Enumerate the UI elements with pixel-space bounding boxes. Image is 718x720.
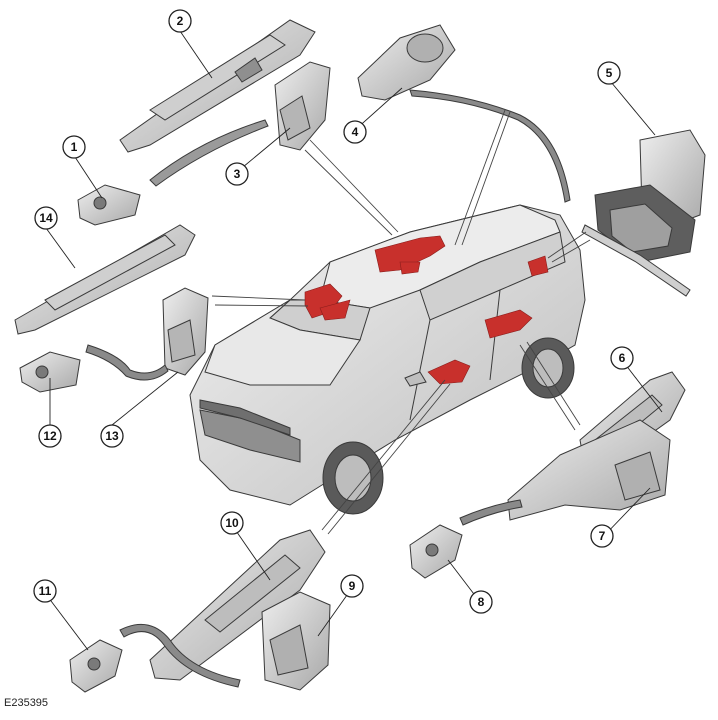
vehicle [189, 204, 586, 515]
svg-text:12: 12 [43, 429, 57, 443]
svg-text:2: 2 [177, 14, 184, 28]
svg-text:1: 1 [71, 140, 78, 154]
component-11-bracket [69, 639, 123, 693]
callout-5: 5 [597, 61, 621, 85]
svg-text:3: 3 [234, 167, 241, 181]
svg-text:14: 14 [39, 211, 53, 225]
callout-labels: 2 1 3 4 5 14 6 7 12 13 10 8 9 11 [33, 9, 634, 614]
svg-text:10: 10 [225, 516, 239, 530]
callout-8: 8 [469, 590, 493, 614]
callout-13: 13 [100, 424, 124, 448]
callout-3: 3 [225, 162, 249, 186]
callout-1: 1 [62, 135, 86, 159]
component-8-bracket [409, 524, 463, 579]
component-3-latch [149, 61, 331, 187]
svg-text:8: 8 [478, 595, 485, 609]
callout-9: 9 [340, 574, 364, 598]
component-10-handle [149, 529, 326, 681]
component-13-latch [85, 287, 209, 381]
component-7-latch [459, 419, 671, 526]
callout-2: 2 [168, 9, 192, 33]
callout-pointers [44, 30, 663, 651]
component-2-handle [119, 19, 316, 153]
svg-text:4: 4 [352, 125, 359, 139]
callout-10: 10 [220, 511, 244, 535]
callout-4: 4 [343, 120, 367, 144]
component-5-tailgate-latch [581, 129, 706, 297]
component-4-actuator [357, 24, 571, 203]
svg-text:7: 7 [599, 529, 606, 543]
svg-text:5: 5 [606, 66, 613, 80]
svg-text:11: 11 [39, 584, 52, 598]
callout-11: 11 [33, 579, 57, 603]
callout-14: 14 [34, 206, 58, 230]
callout-12: 12 [38, 424, 62, 448]
svg-text:9: 9 [349, 579, 356, 593]
svg-text:13: 13 [105, 429, 119, 443]
component-14-handle [14, 224, 196, 335]
component-9-latch [119, 591, 331, 691]
svg-text:6: 6 [619, 351, 626, 365]
callout-7: 7 [590, 524, 614, 548]
callout-6: 6 [610, 346, 634, 370]
component-1-bracket [77, 184, 141, 226]
figure-id: E235395 [4, 697, 49, 709]
leader-lines [211, 109, 591, 535]
component-12-bracket [19, 351, 81, 393]
vehicle-highlights [304, 235, 549, 385]
